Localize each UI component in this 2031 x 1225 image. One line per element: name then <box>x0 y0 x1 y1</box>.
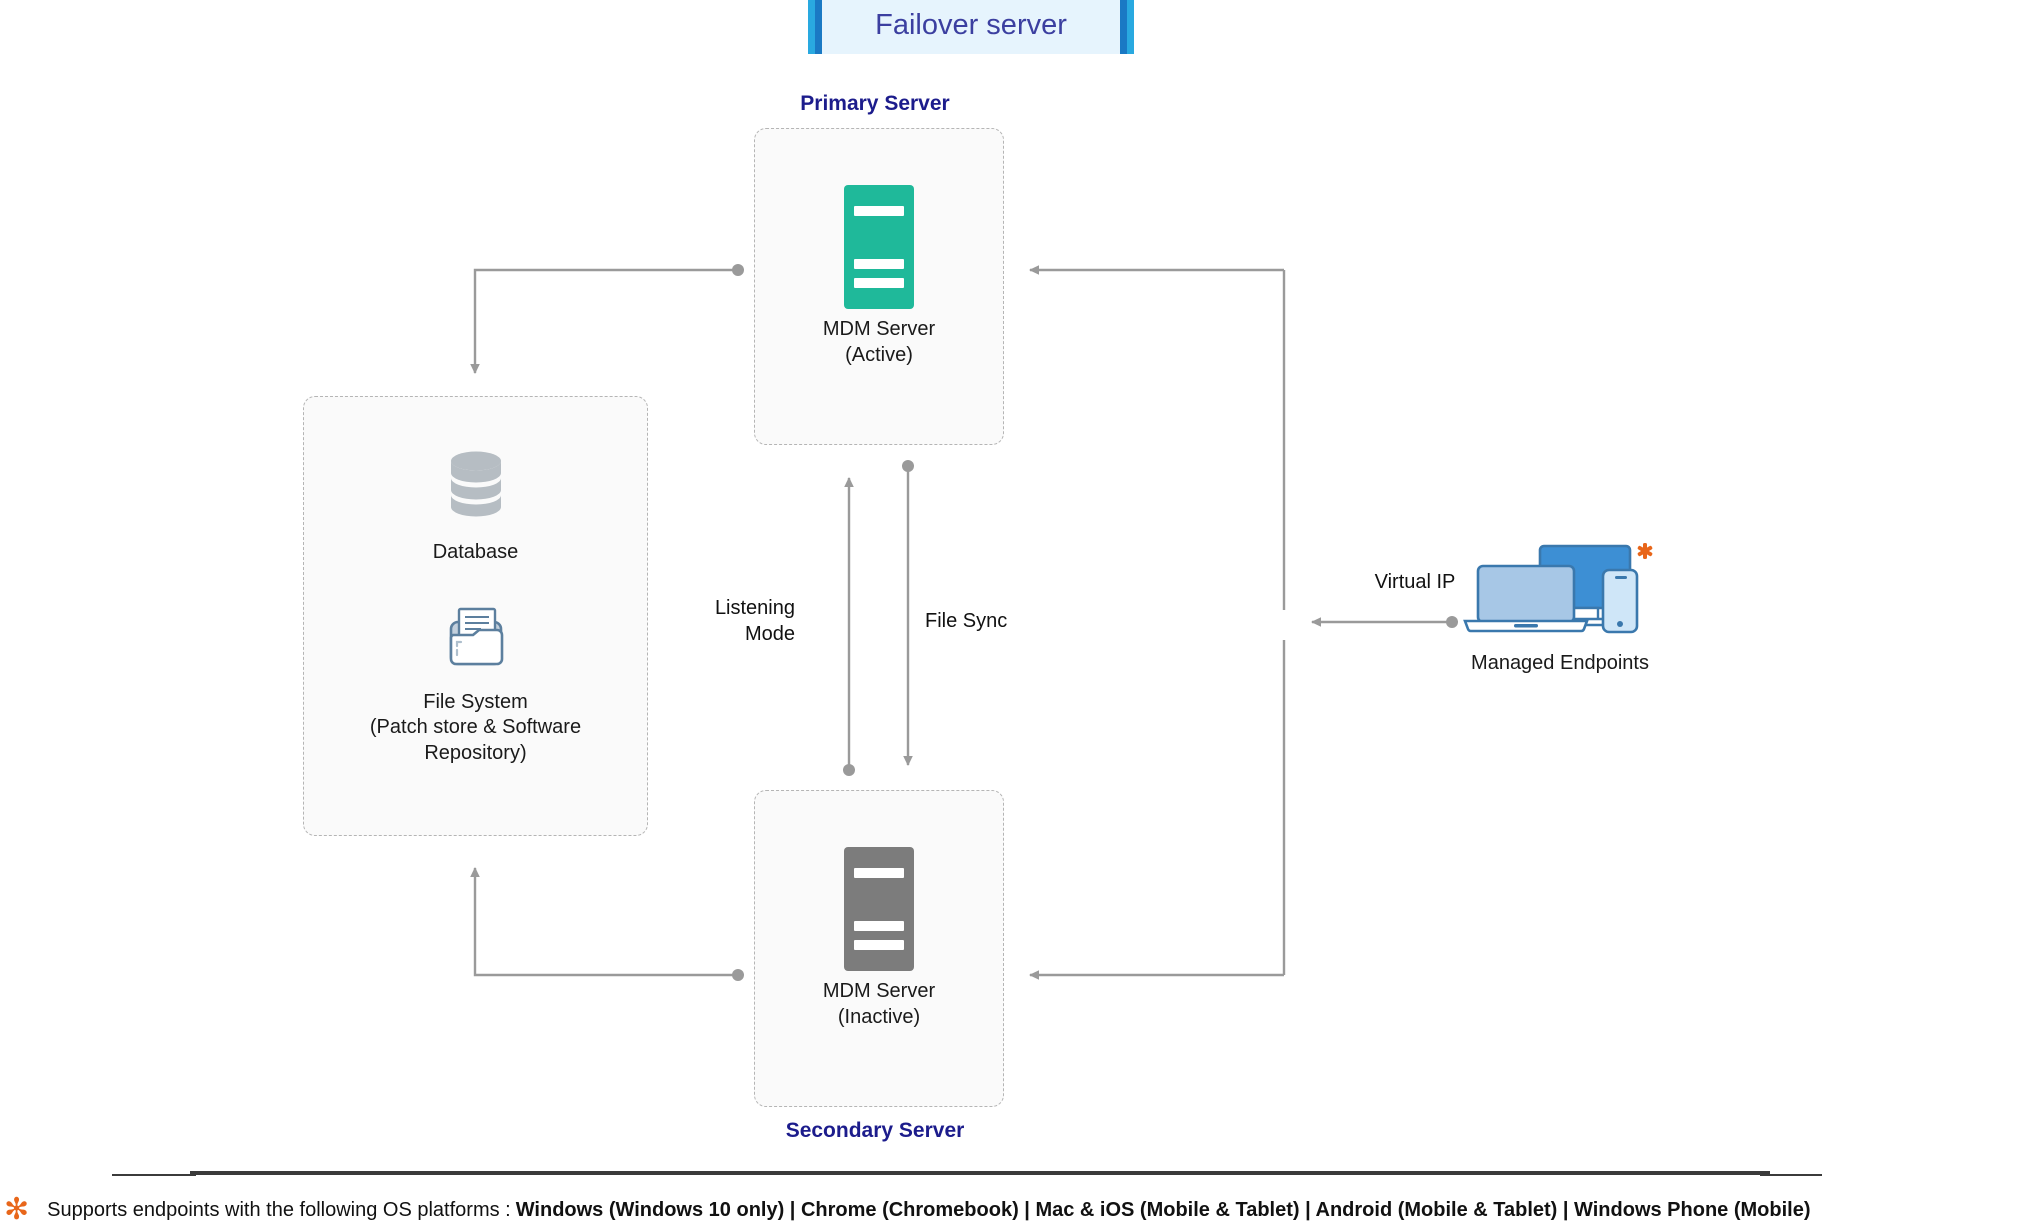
managed-endpoints-node[interactable]: Managed Endpoints <box>1450 540 1670 676</box>
secondary-server-heading: Secondary Server <box>785 1119 965 1142</box>
footer-divider-left <box>112 1174 196 1176</box>
footer-divider <box>190 1171 1770 1175</box>
failover-server-title: Failover server <box>875 9 1067 41</box>
primary-server-container <box>754 128 1004 445</box>
server-bar-1 <box>854 206 904 216</box>
footnote-lead-text: Supports endpoints with the following OS… <box>47 1198 511 1221</box>
asterisk-icon: ✻ <box>4 1193 30 1225</box>
banner-left-inner-stripe <box>815 0 822 54</box>
file-sync-label: File Sync <box>925 610 1008 632</box>
banner-left-outer-stripe <box>808 0 815 54</box>
database-cylinder-icon <box>450 451 501 517</box>
server-bar-3 <box>854 278 904 288</box>
failover-server-banner: Failover server <box>808 0 1134 54</box>
database-node[interactable]: Database <box>353 450 598 565</box>
secondary-server-caption: MDM Server (Inactive) <box>822 980 936 1028</box>
primary-server-node[interactable]: MDM Server (Active) <box>754 185 1004 368</box>
wire-primary-to-database <box>470 264 744 374</box>
footnote-platforms-text: Windows (Windows 10 only) | Chrome (Chro… <box>515 1198 1811 1221</box>
folder-document-icon <box>449 607 503 666</box>
primary-server-caption: MDM Server (Active) <box>822 318 936 366</box>
database-caption: Database <box>432 540 519 563</box>
wire-endpoints-to-virtualip <box>1311 616 1458 628</box>
footnote: ✻ Supports endpoints with the following … <box>0 1195 2031 1225</box>
virtual-ip-label: Virtual IP <box>1374 571 1456 593</box>
asterisk-marker-icon <box>1637 543 1653 559</box>
secondary-server-node[interactable]: MDM Server (Inactive) <box>754 847 1004 1030</box>
server-tower-icon <box>844 185 914 309</box>
banner-right-outer-stripe <box>1127 0 1134 54</box>
file-system-caption: File System (Patch store & Software Repo… <box>369 690 582 764</box>
wire-file-sync <box>902 460 914 766</box>
listening-mode-label: Listening Mode <box>714 597 795 645</box>
footer-divider-right <box>1760 1174 1822 1176</box>
banner-right-inner-stripe <box>1120 0 1127 54</box>
server-bar-1 <box>854 868 904 878</box>
wire-secondary-to-filesystem <box>470 867 744 981</box>
wire-listening-mode <box>843 477 855 776</box>
managed-endpoints-caption: Managed Endpoints <box>1471 651 1649 674</box>
server-bar-2 <box>854 259 904 269</box>
server-bar-3 <box>854 940 904 950</box>
server-bar-2 <box>854 921 904 931</box>
file-system-node[interactable]: File System (Patch store & Software Repo… <box>328 602 623 766</box>
server-tower-icon <box>844 847 914 971</box>
primary-server-heading: Primary Server <box>800 92 950 115</box>
devices-icon <box>1463 543 1653 634</box>
